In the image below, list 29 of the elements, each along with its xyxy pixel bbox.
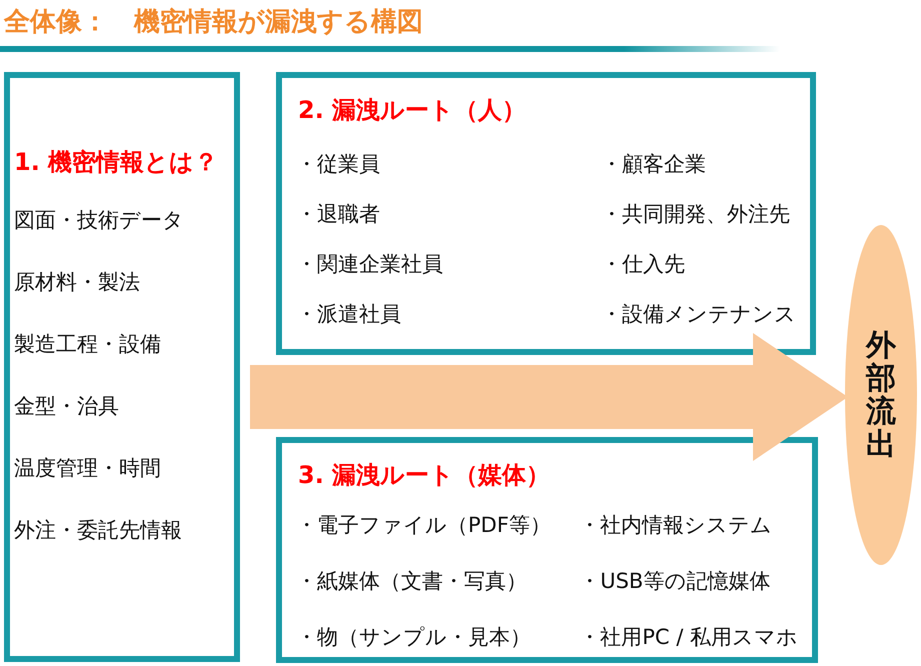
- list-item: 原材料・製法: [14, 269, 141, 296]
- list-item: ・社内情報システム: [579, 512, 774, 539]
- list-item: 金型・治具: [14, 393, 120, 420]
- list-item: ・設備メンテナンス: [601, 301, 796, 328]
- list-item: 製造工程・設備: [14, 331, 162, 358]
- list-item: ・USB等の記憶媒体: [579, 568, 772, 595]
- list-item: ・仕入先: [601, 251, 686, 278]
- list-item: ・社用PC / 私用スマホ: [579, 624, 798, 651]
- content-panel: [276, 72, 816, 355]
- vertical-label: 外部流出: [866, 329, 896, 461]
- list-item: ・従業員: [296, 151, 381, 178]
- section-heading: 2. 漏洩ルート（人）: [298, 95, 526, 126]
- block-arrow: [250, 333, 848, 461]
- list-item: ・電子ファイル（PDF等）: [296, 512, 551, 539]
- page-title: 全体像： 機密情報が漏洩する構図: [4, 6, 423, 39]
- list-item: ・紙媒体（文書・写真）: [296, 568, 528, 595]
- list-item: ・退職者: [296, 201, 381, 228]
- section-heading: 3. 漏洩ルート（媒体）: [298, 460, 550, 491]
- list-item: ・共同開発、外注先: [601, 201, 791, 228]
- list-item: 温度管理・時間: [14, 455, 162, 482]
- list-item: ・関連企業社員: [296, 251, 443, 278]
- list-item: ・顧客企業: [601, 151, 707, 178]
- content-panel: [276, 437, 818, 663]
- list-item: 外注・委託先情報: [14, 517, 183, 544]
- list-item: 図面・技術データ: [14, 207, 184, 234]
- content-panel: [4, 72, 240, 662]
- section-heading: 1. 機密情報とは？: [14, 147, 218, 178]
- list-item: ・物（サンプル・見本）: [296, 624, 532, 651]
- list-item: ・派遣社員: [296, 301, 402, 328]
